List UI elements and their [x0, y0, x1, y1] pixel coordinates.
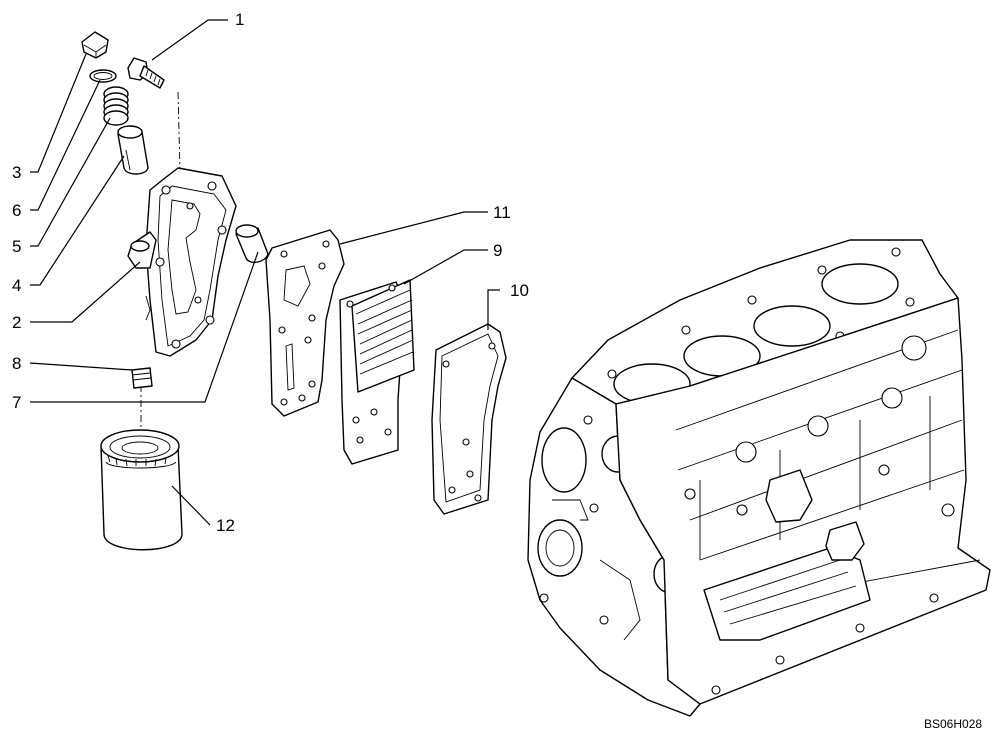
callout-11: 11 [493, 203, 511, 222]
part-seal-ring [89, 69, 117, 83]
leader-3 [30, 53, 87, 173]
leader-1 [151, 19, 228, 61]
callout-3: 3 [12, 163, 21, 182]
callout-1: 1 [235, 10, 244, 29]
callout-4: 4 [12, 276, 21, 295]
part-bolt [127, 57, 165, 89]
leader-lines [29, 19, 500, 526]
engine-block [527, 239, 991, 717]
part-nipple [131, 367, 153, 389]
callout-5: 5 [12, 237, 21, 256]
leader-7 [30, 251, 259, 403]
part-cooler-element [339, 279, 415, 465]
callout-2: 2 [12, 313, 21, 332]
callout-8: 8 [12, 354, 21, 373]
leader-12 [171, 485, 211, 526]
callout-9: 9 [493, 241, 502, 260]
part-spring [103, 86, 129, 126]
part-oil-filter [100, 429, 183, 551]
callout-7: 7 [12, 393, 21, 412]
leader-6 [30, 79, 101, 211]
part-filter-head [127, 167, 237, 357]
leader-8 [29, 362, 133, 371]
leader-2 [30, 261, 141, 323]
leader-4 [30, 155, 125, 286]
assembly-axis-bolt [177, 91, 181, 171]
part-sleeve [235, 224, 269, 264]
leader-10 [487, 289, 500, 330]
part-gasket-11 [265, 229, 345, 417]
part-gasket-10 [431, 323, 507, 515]
callout-10: 10 [510, 281, 529, 300]
part-plug [81, 31, 109, 59]
drawing-code: BS06H028 [924, 717, 982, 731]
leader-5 [30, 117, 111, 247]
leader-11 [339, 211, 488, 245]
callout-12: 12 [216, 516, 235, 535]
leader-9 [403, 249, 488, 285]
callout-6: 6 [12, 201, 21, 220]
part-valve-sleeve [117, 125, 149, 175]
